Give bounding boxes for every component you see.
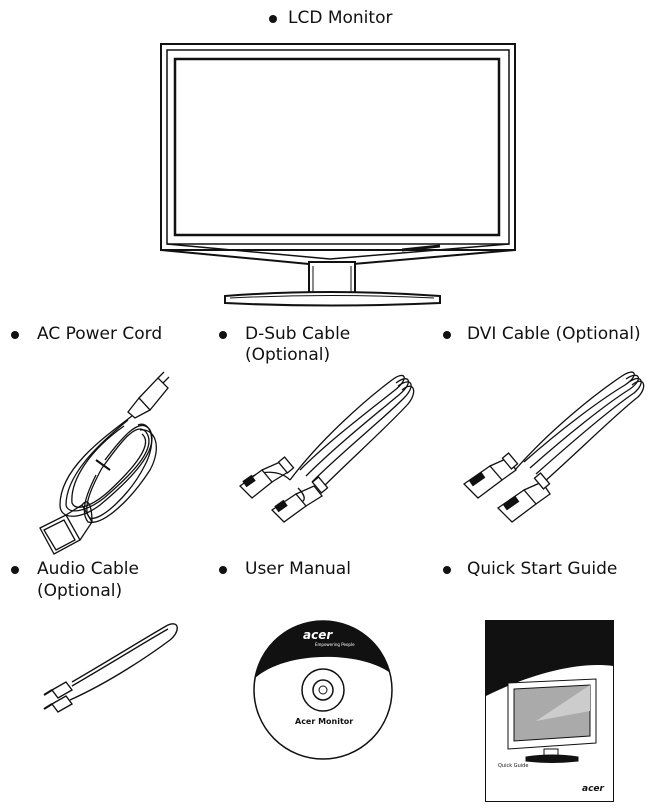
bullet-icon: [269, 15, 277, 23]
cd-title: Acer Monitor: [295, 717, 354, 726]
bullet-icon: [443, 566, 451, 574]
item-label-ac-power-cord: AC Power Cord: [37, 324, 163, 344]
quick-guide-booklet: Quick Guide acer: [485, 620, 614, 802]
bullet-icon: [219, 566, 227, 574]
item-label-quick-start-guide: Quick Start Guide: [467, 559, 618, 579]
item-label-lcd-monitor: LCD Monitor: [288, 8, 393, 28]
bullet-icon: [219, 331, 227, 339]
cd-disc: acer Empowering People Acer Monitor: [253, 620, 393, 760]
item-label-d-sub-optional: (Optional): [245, 345, 331, 365]
bullet-icon: [443, 331, 451, 339]
guide-title: Quick Guide: [498, 763, 529, 769]
item-label-audio-cable: Audio Cable: [37, 559, 139, 579]
cd-tagline: Empowering People: [315, 642, 355, 647]
item-label-audio-optional: (Optional): [37, 581, 123, 601]
guide-brand-logo: acer: [582, 784, 604, 794]
cd-brand-logo: acer: [303, 628, 333, 642]
bullet-icon: [11, 331, 19, 339]
item-label-d-sub-cable: D-Sub Cable: [245, 324, 351, 344]
item-label-user-manual: User Manual: [245, 559, 351, 579]
item-label-dvi-cable: DVI Cable (Optional): [467, 324, 641, 344]
bullet-icon: [11, 566, 19, 574]
